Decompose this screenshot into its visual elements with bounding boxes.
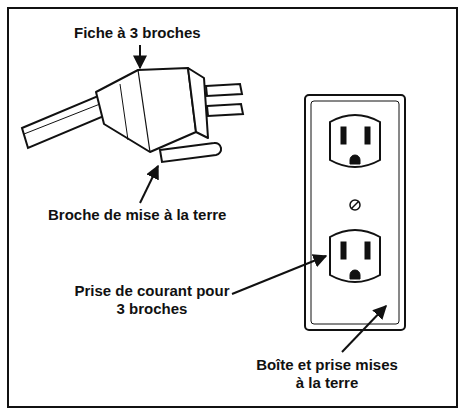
part-label: Broche de mise à la terre xyxy=(48,206,308,224)
frame xyxy=(8,8,457,407)
part-label: Fiche à 3 broches xyxy=(74,24,264,42)
plug-cord xyxy=(22,96,104,148)
ground-pin xyxy=(160,143,221,162)
outlet-receptacle xyxy=(330,115,380,282)
part-label: Prise de courant pour 3 broches xyxy=(72,282,232,318)
plug-body xyxy=(96,68,208,152)
part-label: Boîte et prise mises à la terre xyxy=(252,356,402,392)
plug-blade xyxy=(206,84,243,116)
wall-plate xyxy=(305,95,405,330)
